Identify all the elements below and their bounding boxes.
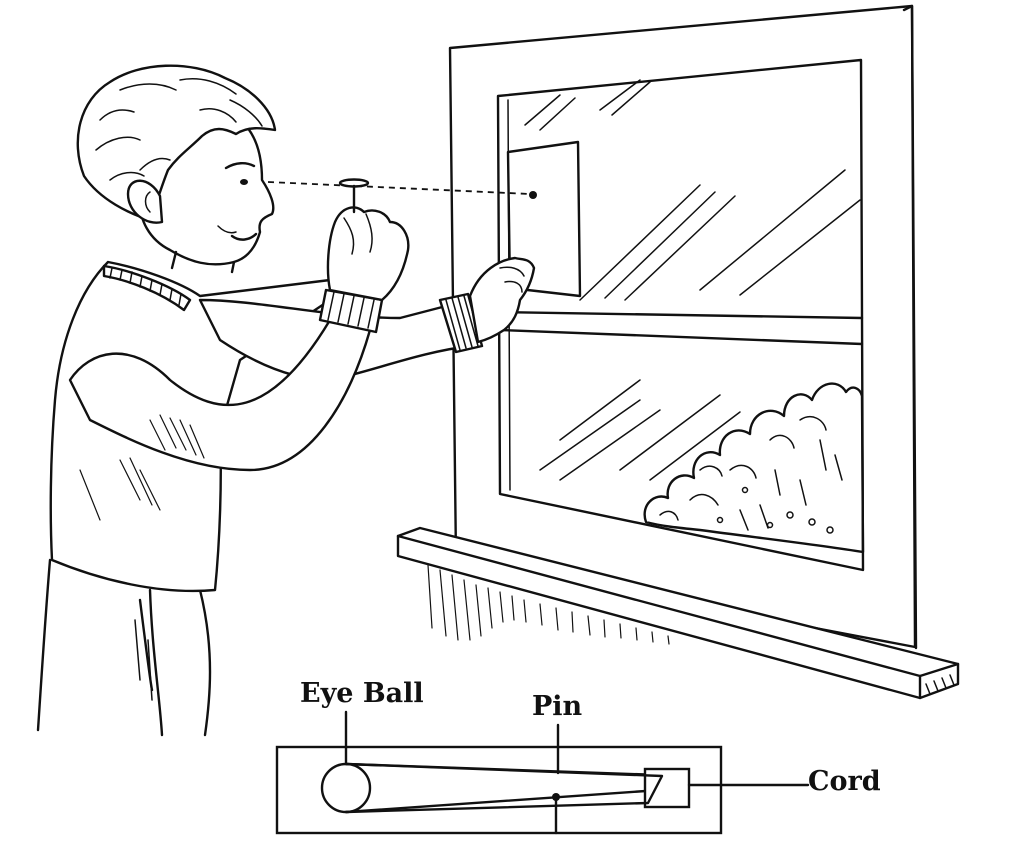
boy-hand-right	[326, 206, 410, 302]
inset-lower-ray	[344, 788, 662, 814]
window-middle-rail	[496, 310, 864, 346]
label-eye-ball: Eye Ball	[300, 678, 424, 709]
window-sill	[396, 526, 960, 700]
sweater-collar	[102, 264, 192, 312]
bushes	[643, 382, 865, 554]
eye-model-inset	[275, 710, 810, 835]
boy	[36, 64, 536, 737]
label-pin: Pin	[532, 691, 583, 722]
paper-hole	[529, 191, 537, 199]
boy-mouth	[230, 232, 258, 241]
inset-eyeball	[320, 762, 372, 814]
paper-sheet	[506, 140, 582, 298]
label-cord: Cord	[808, 766, 881, 797]
bush-texture	[659, 416, 843, 534]
boy-eyebrow	[224, 162, 256, 170]
hair-strands	[95, 78, 263, 181]
boy-legs	[36, 558, 212, 737]
boy-eye	[240, 179, 248, 185]
boy-hand-left	[468, 256, 536, 344]
sill-end-grain	[925, 674, 955, 695]
window	[396, 4, 960, 700]
glass-reflections	[524, 79, 861, 481]
wall-shadow-hatching	[427, 564, 670, 645]
pin	[338, 178, 370, 214]
